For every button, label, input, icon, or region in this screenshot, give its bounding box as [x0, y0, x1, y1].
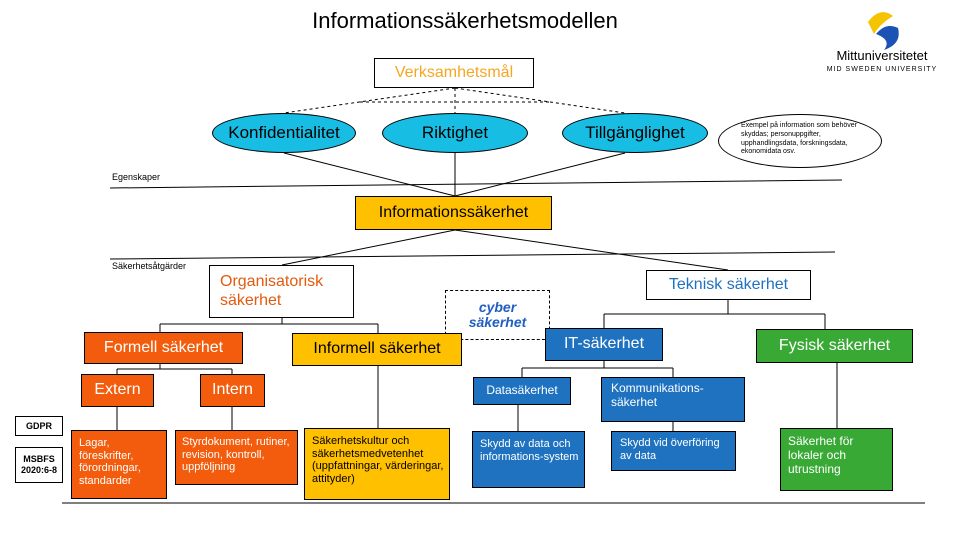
data-security-box: Datasäkerhet	[473, 377, 571, 405]
culture-box: Säkerhetskultur och säkerhetsmedvetenhet…	[304, 428, 450, 500]
page-title: Informationssäkerhetsmodellen	[312, 8, 618, 33]
core-box: Informationssäkerhet	[355, 196, 552, 230]
physical-description-box: Säkerhet för lokaler och utrustning	[780, 428, 893, 491]
logo-name: Mittuniversitetet	[836, 48, 928, 63]
property-integrity: Riktighet	[382, 113, 528, 153]
regulation-msbfs: MSBFS 2020:6-8	[15, 447, 63, 483]
it-box: IT-säkerhet	[545, 328, 663, 361]
separator-properties	[109, 179, 843, 189]
link-conf-core	[283, 152, 456, 197]
separator-measures	[109, 251, 836, 260]
goal-link-availability	[454, 87, 626, 114]
governance-box: Styrdokument, rutiner, revision, kontrol…	[175, 430, 298, 485]
link-avail-core	[454, 152, 626, 197]
level-label-measures: Säkerhetsåtgärder	[112, 261, 187, 271]
regulation-gdpr: GDPR	[15, 416, 63, 436]
level-label-properties: Egenskaper	[112, 172, 161, 182]
internal-box: Intern	[200, 374, 265, 407]
transfer-protection-box: Skydd vid överföring av data	[611, 431, 736, 471]
organizational-box: Organisatorisk säkerhet	[209, 265, 354, 318]
example-note: Exempel på information som behöver skydd…	[718, 114, 882, 168]
goal-box: Verksamhetsmål	[374, 58, 534, 88]
link-core-tech	[454, 229, 729, 271]
informal-box: Informell säkerhet	[292, 333, 462, 366]
comm-security-box: Kommunikations-säkerhet	[601, 377, 745, 422]
property-confidentiality: Konfidentialitet	[212, 113, 356, 153]
mid-sweden-logo-icon	[868, 12, 899, 50]
cyber-box: cyber säkerhet	[445, 290, 550, 340]
formal-box: Formell säkerhet	[84, 332, 243, 364]
laws-box: Lagar, föreskrifter, förordningar, stand…	[71, 430, 167, 499]
technical-box: Teknisk säkerhet	[646, 270, 811, 300]
property-availability: Tillgänglighet	[562, 113, 708, 153]
link-core-org	[281, 229, 456, 266]
physical-box: Fysisk säkerhet	[756, 329, 913, 363]
logo-subtitle: MID SWEDEN UNIVERSITY	[826, 66, 938, 73]
goal-link-confidentiality	[283, 87, 456, 114]
external-box: Extern	[81, 374, 154, 407]
data-protection-box: Skydd av data och informations-system	[472, 431, 585, 488]
